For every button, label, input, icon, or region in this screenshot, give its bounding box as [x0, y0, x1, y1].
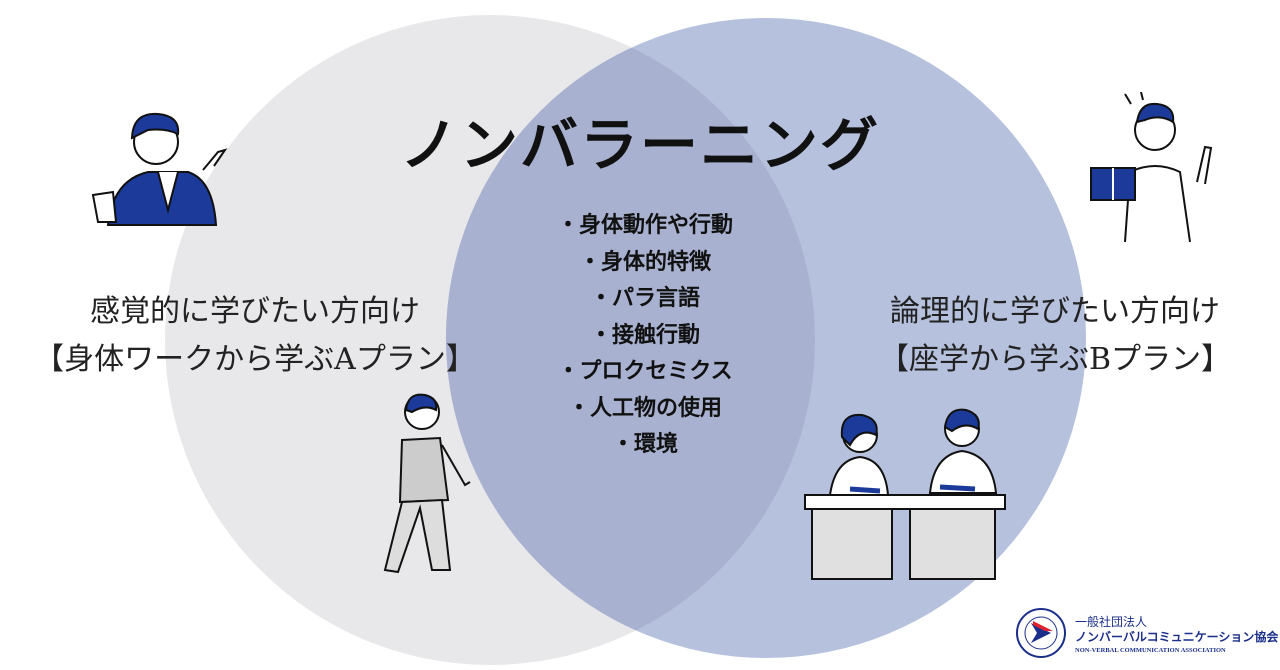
- association-seal-icon: [1016, 608, 1066, 658]
- center-list: ・身体動作や行動 ・身体的特徴 ・パラ言語 ・接触行動 ・プロクセミクス ・人工…: [500, 208, 790, 464]
- list-item: ・パラ言語: [589, 286, 700, 311]
- logo-line3: NON-VERBAL COMMUNICATION ASSOCIATION: [1075, 647, 1226, 654]
- students-illustration: [804, 408, 1006, 580]
- overlap-region: [446, 18, 815, 658]
- list-item: ・プロクセミクス: [557, 359, 733, 384]
- logo-line1: 一般社団法人: [1075, 615, 1148, 629]
- plan-a-title: 【身体ワークから学ぶAプラン】: [34, 342, 476, 377]
- list-item: ・接触行動: [589, 322, 700, 348]
- logo-line2: ノンバーバルコミュニケーション協会: [1075, 630, 1279, 644]
- page-title: ノンバラーニング: [399, 111, 880, 179]
- businessman-illustration: [91, 112, 228, 226]
- list-item: ・身体動作や行動: [556, 213, 733, 238]
- walking-person-illustration: [383, 393, 471, 574]
- plan-b-title: 【座学から学ぶBプラン】: [878, 342, 1232, 377]
- plan-b-audience: 論理的に学びたい方向け: [890, 294, 1220, 329]
- association-logo: 一般社団法人 ノンバーバルコミュニケーション協会 NON-VERBAL COMM…: [1015, 605, 1279, 663]
- list-item: ・環境: [611, 432, 678, 457]
- list-item: ・人工物の使用: [567, 395, 722, 421]
- reading-man-illustration: [1090, 92, 1213, 243]
- plan-a-label: 感覚的に学びたい方向け 【身体ワークから学ぶAプラン】: [0, 288, 510, 384]
- plan-a-audience: 感覚的に学びたい方向け: [90, 294, 420, 329]
- list-item: ・身体的特徴: [578, 249, 711, 275]
- plan-b-label: 論理的に学びたい方向け 【座学から学ぶBプラン】: [850, 288, 1260, 384]
